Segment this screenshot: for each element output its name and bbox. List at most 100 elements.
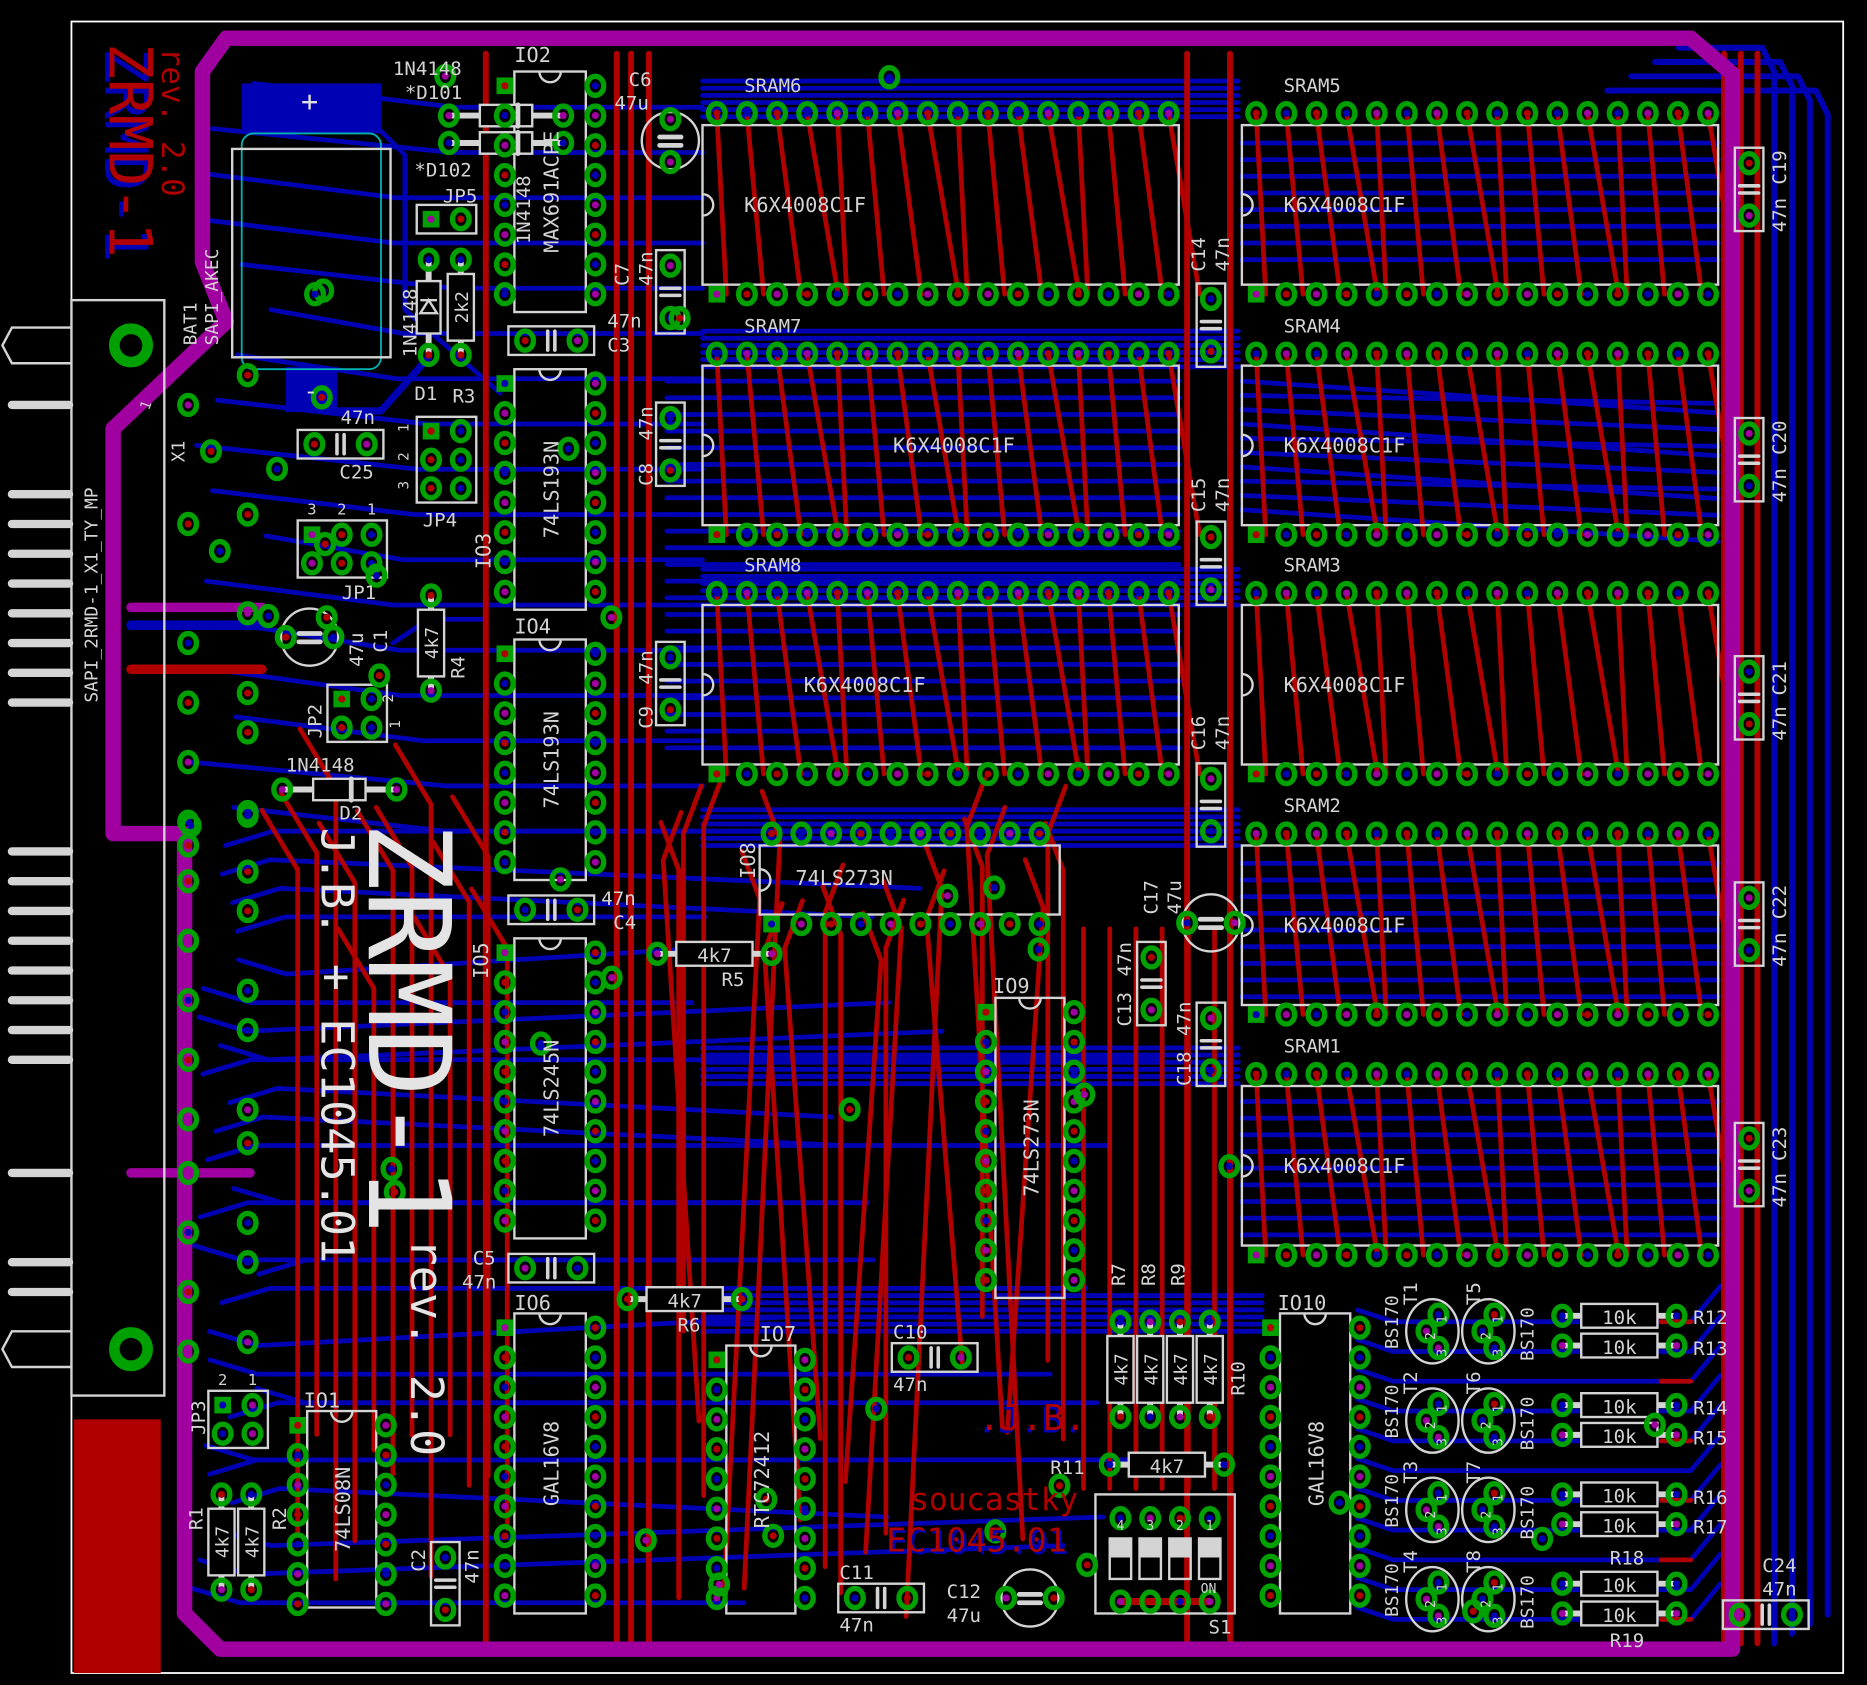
transistor-t8[interactable] bbox=[1460, 1565, 1516, 1633]
transistor-t1[interactable] bbox=[1405, 1297, 1460, 1365]
capacitor-c21[interactable] bbox=[1733, 654, 1765, 741]
diode-d1[interactable] bbox=[415, 259, 442, 356]
cap-ref-label: C9 bbox=[635, 706, 657, 729]
resistor-r18[interactable] bbox=[1562, 1570, 1676, 1597]
right-bus-track bbox=[1604, 87, 1831, 1618]
capacitor-c4[interactable] bbox=[507, 894, 596, 926]
resistor-r12[interactable] bbox=[1562, 1302, 1676, 1329]
sram-pin bbox=[1486, 100, 1509, 126]
data-line-track bbox=[1283, 110, 1306, 297]
capacitor-c18[interactable] bbox=[1195, 1001, 1227, 1088]
ic-io8[interactable] bbox=[758, 844, 1061, 916]
resistor-r3[interactable] bbox=[446, 259, 476, 356]
ic-value-label: GAL16V8 bbox=[539, 1421, 563, 1506]
capacitor-c25[interactable] bbox=[296, 428, 385, 460]
sram-pin bbox=[1275, 1002, 1298, 1027]
resistor-r17[interactable] bbox=[1562, 1511, 1676, 1538]
sram-sram4[interactable] bbox=[1240, 364, 1720, 527]
resistor-r5[interactable] bbox=[657, 940, 771, 967]
sram-sram7[interactable] bbox=[701, 364, 1180, 527]
resistor-r13[interactable] bbox=[1562, 1332, 1676, 1359]
transistor-t7[interactable] bbox=[1460, 1476, 1516, 1544]
jumper-jp2[interactable] bbox=[326, 683, 389, 744]
sram-pin bbox=[1606, 580, 1629, 606]
sram-sram6[interactable] bbox=[701, 123, 1180, 286]
cap-pin bbox=[659, 458, 682, 483]
resistor-r9[interactable] bbox=[1165, 1321, 1195, 1418]
via bbox=[708, 1572, 731, 1597]
capacitor-c2[interactable] bbox=[429, 1540, 461, 1627]
mounting-hole bbox=[108, 1327, 154, 1372]
resistor-r2[interactable] bbox=[236, 1493, 266, 1591]
ic-io6[interactable] bbox=[513, 1312, 588, 1615]
capacitor-c8[interactable] bbox=[654, 401, 686, 488]
transistor-t3[interactable] bbox=[1405, 1476, 1460, 1544]
capacitor-c12[interactable] bbox=[1000, 1568, 1060, 1628]
resistor-r16[interactable] bbox=[1562, 1481, 1676, 1508]
transistor-t5[interactable] bbox=[1460, 1297, 1516, 1365]
capacitor-c13[interactable] bbox=[1135, 940, 1167, 1027]
sram-pin bbox=[1007, 281, 1030, 307]
capacitor-c17[interactable] bbox=[1181, 893, 1241, 953]
sram-sram3[interactable] bbox=[1240, 603, 1720, 766]
data-line-track bbox=[1075, 351, 1091, 538]
sram-pin bbox=[1516, 100, 1539, 126]
capacitor-c10[interactable] bbox=[890, 1341, 979, 1373]
resistor-r7[interactable] bbox=[1106, 1321, 1135, 1418]
transistor-t4[interactable] bbox=[1405, 1565, 1460, 1633]
jumper-jp3[interactable] bbox=[207, 1389, 270, 1450]
jumper-jp5[interactable] bbox=[415, 203, 478, 235]
pin1-notch bbox=[1018, 997, 1042, 1010]
sram-sram8[interactable] bbox=[701, 603, 1180, 766]
resistor-r4[interactable] bbox=[416, 594, 446, 692]
ic-pin bbox=[705, 1496, 728, 1521]
sram-pin bbox=[766, 281, 789, 307]
pin1-notch bbox=[538, 369, 563, 382]
resistor-r19[interactable] bbox=[1562, 1600, 1676, 1627]
capacitor-c5[interactable] bbox=[507, 1252, 596, 1284]
ic-io2[interactable] bbox=[513, 70, 588, 314]
ic-io9[interactable] bbox=[994, 996, 1066, 1300]
ic-io3[interactable] bbox=[513, 368, 588, 611]
sram-sram5[interactable] bbox=[1240, 123, 1720, 286]
transistor-t6[interactable] bbox=[1460, 1387, 1516, 1454]
capacitor-c1[interactable] bbox=[279, 607, 340, 667]
resistor-r1[interactable] bbox=[207, 1493, 236, 1591]
capacitor-c15[interactable] bbox=[1195, 520, 1227, 607]
capacitor-c24[interactable] bbox=[1721, 1599, 1810, 1631]
dip-switch-s1[interactable] bbox=[1094, 1493, 1236, 1615]
ic-io5[interactable] bbox=[513, 937, 588, 1240]
resistor-r14[interactable] bbox=[1562, 1392, 1676, 1419]
capacitor-c11[interactable] bbox=[837, 1582, 926, 1614]
via bbox=[878, 65, 901, 90]
capacitor-c19[interactable] bbox=[1733, 146, 1765, 233]
jumper-jp4[interactable] bbox=[415, 415, 478, 504]
capacitor-c20[interactable] bbox=[1733, 416, 1765, 503]
resistor-r10[interactable] bbox=[1195, 1321, 1225, 1418]
capacitor-c22[interactable] bbox=[1733, 881, 1765, 967]
diode-d2[interactable] bbox=[282, 776, 396, 803]
ic-pin bbox=[374, 1442, 397, 1468]
transistor-t2[interactable] bbox=[1405, 1387, 1460, 1454]
jumper-ref-label: JP4 bbox=[423, 509, 457, 531]
sram-sram1[interactable] bbox=[1240, 1084, 1720, 1247]
switch-lever-knob bbox=[1139, 1538, 1161, 1558]
battery-plus-pad bbox=[241, 83, 382, 134]
resistor-r6[interactable] bbox=[628, 1286, 742, 1313]
jumper-jp1[interactable] bbox=[296, 519, 389, 579]
capacitor-c7[interactable] bbox=[654, 248, 686, 335]
capacitor-c16[interactable] bbox=[1195, 762, 1227, 848]
connector-pad bbox=[236, 803, 259, 828]
sram-pin bbox=[1067, 580, 1090, 606]
ic-pin bbox=[1348, 1464, 1371, 1489]
ic-pin bbox=[974, 1119, 997, 1144]
ic-io10[interactable] bbox=[1278, 1312, 1352, 1615]
ic-pin bbox=[493, 1089, 516, 1114]
capacitor-c9[interactable] bbox=[654, 640, 686, 727]
resistor-r11[interactable] bbox=[1110, 1451, 1224, 1478]
capacitor-c3[interactable] bbox=[507, 325, 596, 357]
capacitor-c23[interactable] bbox=[1733, 1121, 1765, 1208]
capacitor-c14[interactable] bbox=[1195, 282, 1227, 369]
ic-pin bbox=[705, 1407, 728, 1432]
resistor-r8[interactable] bbox=[1135, 1321, 1165, 1418]
